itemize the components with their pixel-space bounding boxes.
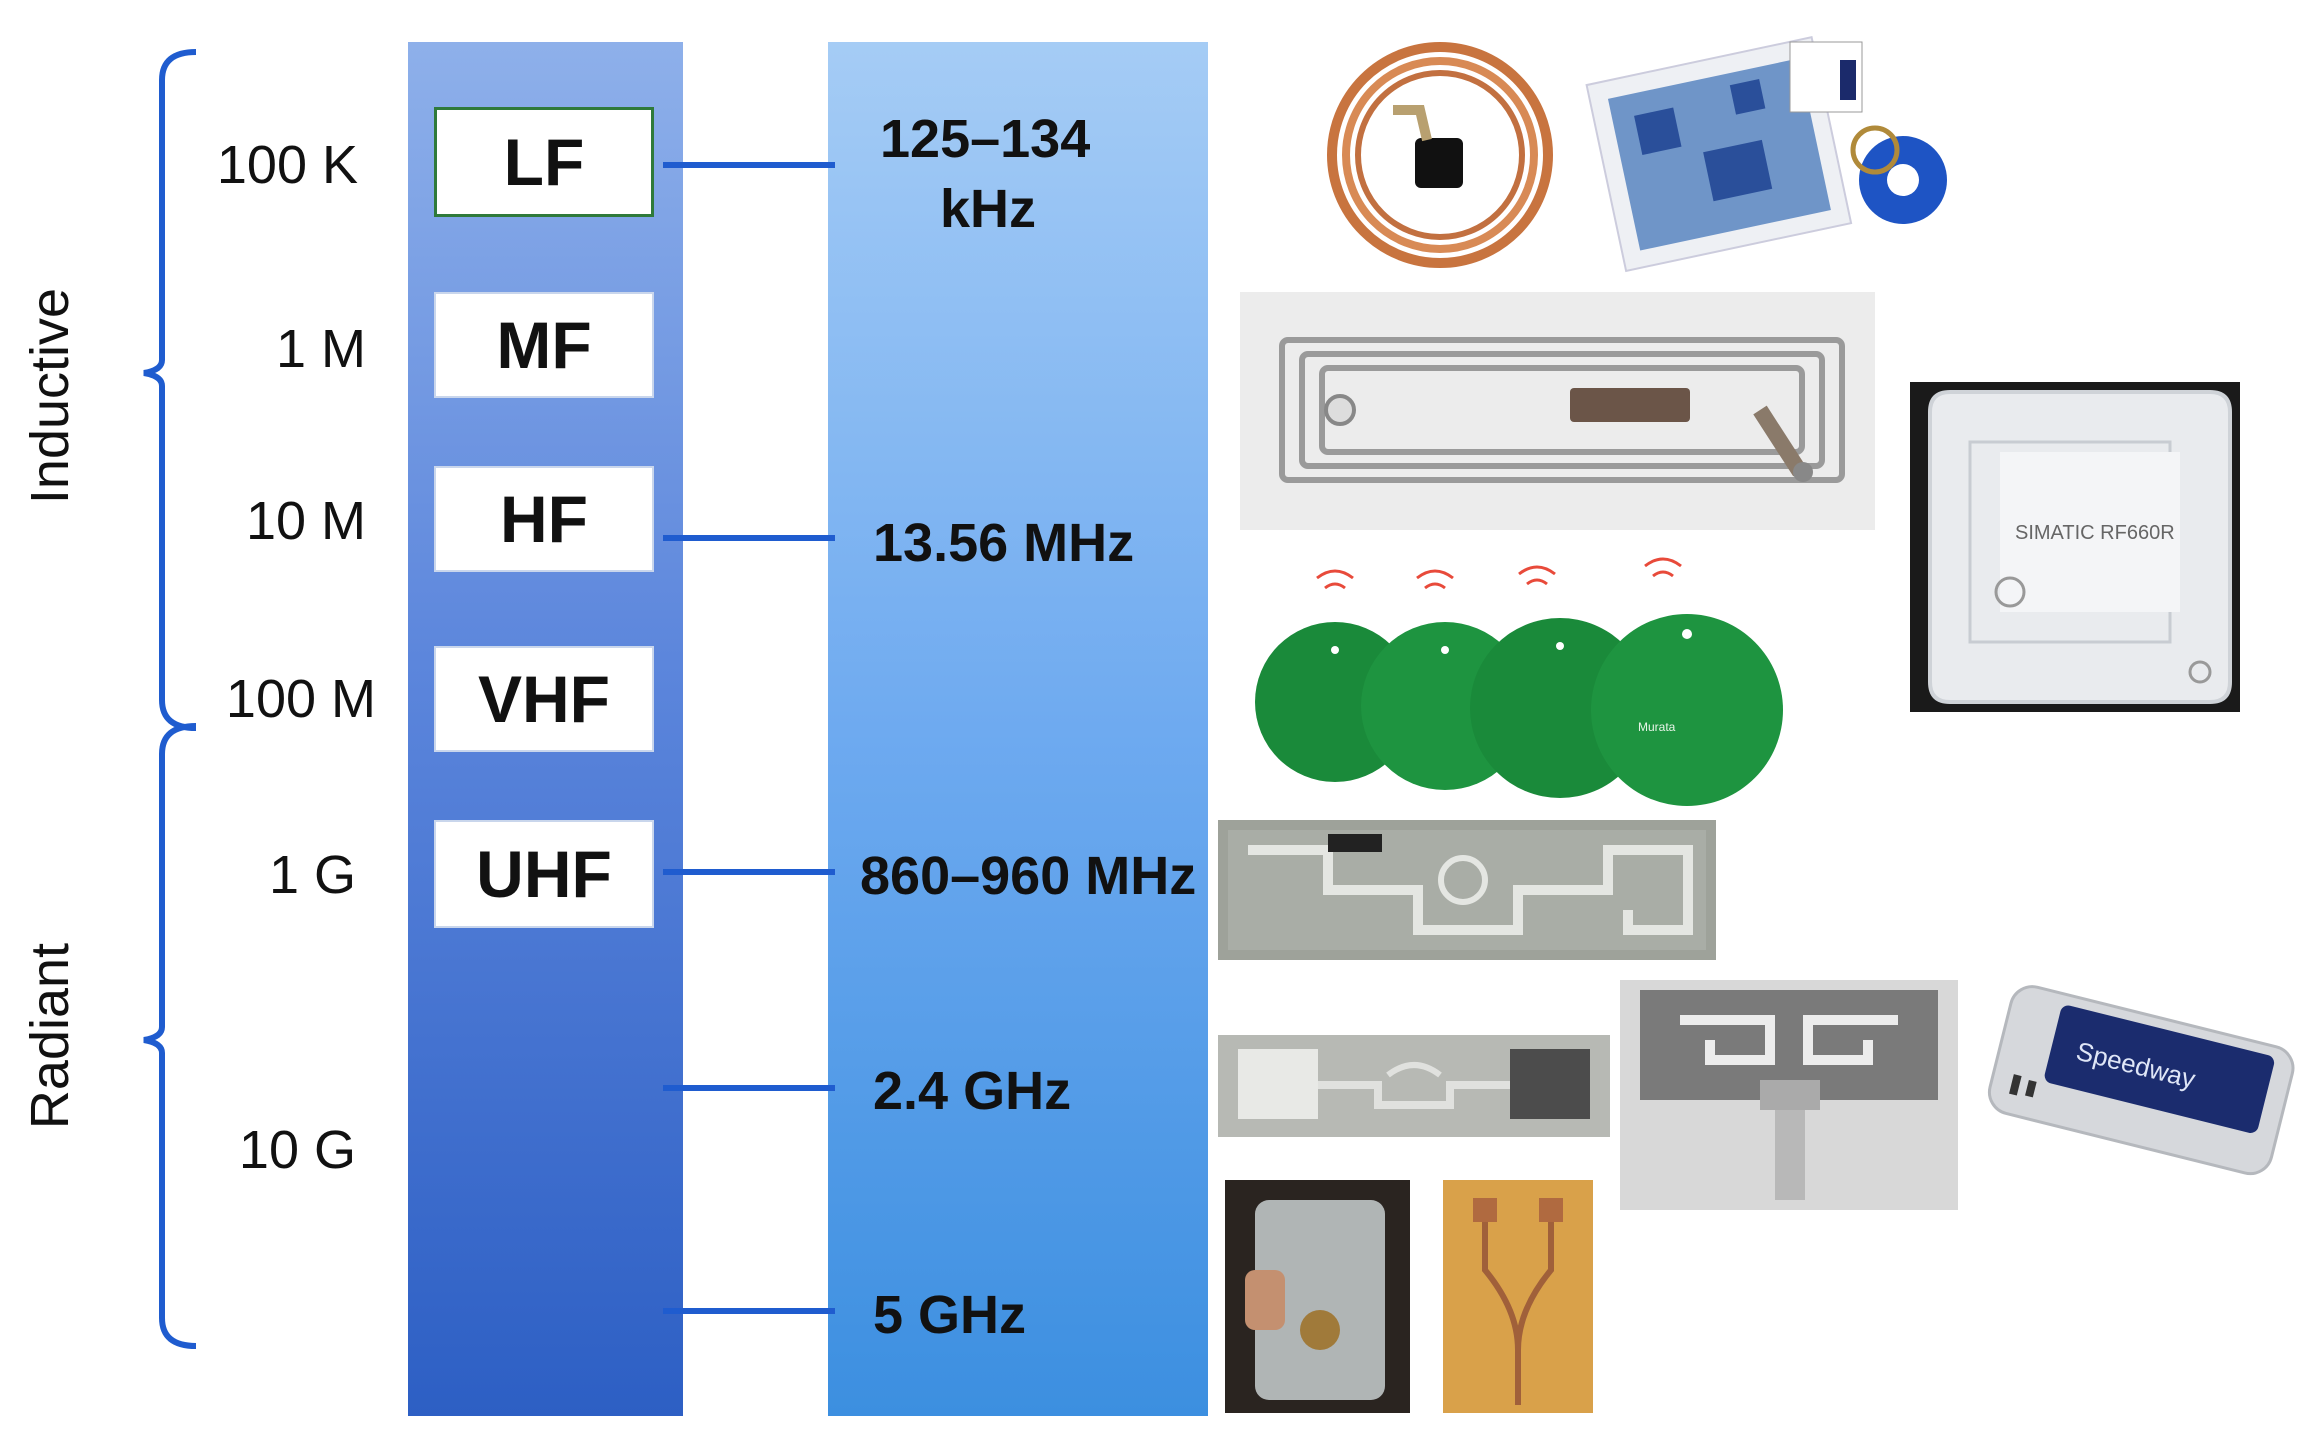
card-keyfob-photo — [1585, 30, 1980, 280]
scale-label-10g: 10 G — [238, 1120, 356, 1180]
murata-label: Murata — [1638, 720, 1676, 734]
uhf-inlay-photo — [1218, 820, 1716, 960]
tag-2-4ghz-photo — [1218, 1035, 1610, 1137]
radiant-bracket — [143, 723, 197, 1349]
band-lf: LF — [434, 107, 654, 217]
simatic-reader-label: SIMATIC RF660R — [2015, 522, 2175, 544]
connector-hf — [663, 535, 835, 541]
freq-lf-line2: kHz — [940, 179, 1037, 239]
tag-5ghz-clear-photo — [1225, 1180, 1410, 1413]
dipole-antenna-photo — [1620, 980, 1958, 1210]
tag-5ghz-flex-photo — [1443, 1180, 1593, 1413]
band-mf: MF — [434, 292, 654, 398]
inductive-bracket — [143, 49, 197, 731]
inductive-section-label: Inductive — [20, 287, 80, 505]
speedway-reader-photo: Speedway — [1975, 985, 2305, 1185]
connector-uhf — [663, 869, 835, 875]
freq-2-4ghz: 2.4 GHz — [873, 1061, 1072, 1121]
band-hf: HF — [434, 466, 654, 572]
scale-label-10m: 10 M — [245, 491, 366, 551]
scale-label-1m: 1 M — [275, 319, 366, 379]
band-vhf: VHF — [434, 646, 654, 752]
connector-2-4ghz — [663, 1085, 835, 1091]
scale-label-100k: 100 K — [216, 135, 358, 195]
frequency-column — [828, 42, 1208, 1416]
scale-label-100m: 100 M — [225, 669, 376, 729]
simatic-reader-photo: SIMATIC RF660R — [1910, 382, 2240, 712]
scale-label-1g: 1 G — [268, 845, 356, 905]
copper-coil-tag-photo — [1315, 40, 1565, 270]
pcb-coil-tags-photo: Murata — [1255, 540, 1815, 810]
section-brackets — [143, 49, 197, 1349]
connector-lf — [663, 162, 835, 168]
freq-uhf: 860–960 MHz — [860, 846, 1197, 906]
freq-hf: 13.56 MHz — [873, 513, 1135, 573]
radiant-section-label: Radiant — [20, 942, 80, 1130]
hf-antenna-tag-photo — [1240, 292, 1875, 530]
freq-lf-line1: 125–134 — [880, 109, 1091, 169]
band-uhf: UHF — [434, 820, 654, 928]
freq-5ghz: 5 GHz — [873, 1285, 1027, 1345]
connector-5ghz — [663, 1308, 835, 1314]
